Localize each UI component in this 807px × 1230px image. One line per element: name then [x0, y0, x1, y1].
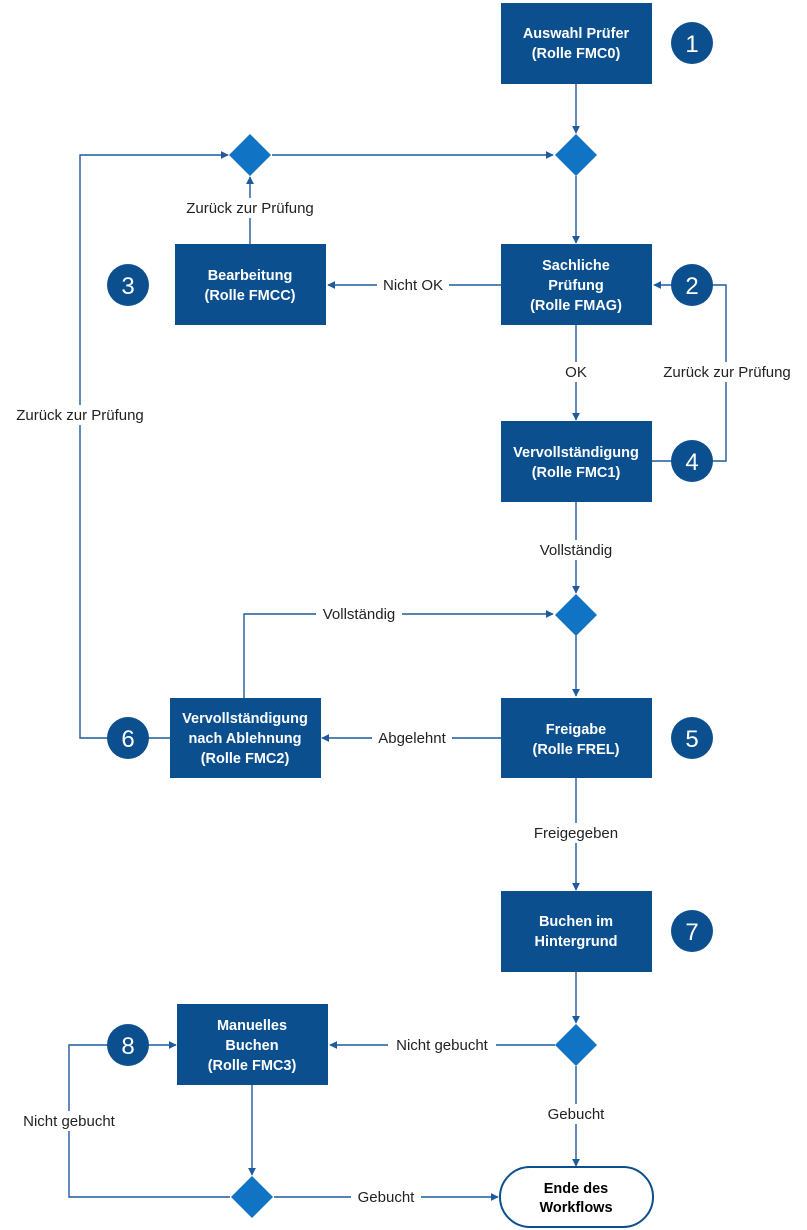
- box-bearbeitung: [175, 244, 326, 325]
- badge-5-number: 5: [685, 726, 698, 753]
- badge-4-number: 4: [685, 449, 698, 476]
- badge-7: [671, 910, 713, 952]
- box-freigabe: [501, 698, 652, 778]
- box-freigabe-line-1: Freigabe: [546, 722, 606, 738]
- label-ok: OK: [565, 364, 587, 381]
- box-manuelles-buchen: [177, 1004, 328, 1085]
- box-auswahl-line-2: (Rolle FMC0): [532, 46, 621, 62]
- box-buchen-line-2: Hintergrund: [535, 934, 618, 950]
- step-badges: 1 2 3 4 5 6 7 8: [107, 22, 713, 1066]
- box-sachliche-pruefung: [501, 244, 652, 325]
- box-manuelles-line-2: Buchen: [225, 1038, 278, 1054]
- box-manuelles-line-1: Manuelles: [217, 1018, 287, 1034]
- badge-1: [671, 22, 713, 64]
- label-vollstaendig-2: Vollständig: [323, 606, 396, 623]
- box-ablehnung-line-1: Vervollständigung: [182, 711, 308, 727]
- terminal-ende-line-1: Ende des: [544, 1181, 608, 1197]
- box-buchen-line-1: Buchen im: [539, 914, 613, 930]
- badge-1-number: 1: [685, 31, 698, 58]
- label-gebucht-2: Gebucht: [358, 1189, 416, 1206]
- badge-3-number: 3: [121, 273, 134, 300]
- box-vervollstaendigung-line-1: Vervollständigung: [513, 445, 639, 461]
- badge-4: [671, 440, 713, 482]
- badge-7-number: 7: [685, 919, 698, 946]
- decision-diamond-5: [231, 1176, 273, 1218]
- decisions: [229, 134, 597, 1218]
- label-zurueck-zur-pruefung-3: Zurück zur Prüfung: [16, 407, 144, 424]
- decision-diamond-1: [555, 134, 597, 176]
- label-nicht-gebucht-2: Nicht gebucht: [23, 1113, 116, 1130]
- box-vervollstaendigung-ablehnung: [170, 698, 321, 778]
- terminal-ende-workflows: [499, 1166, 654, 1228]
- label-zurueck-zur-pruefung-2: Zurück zur Prüfung: [663, 364, 791, 381]
- badge-5: [671, 717, 713, 759]
- badge-6: [107, 717, 149, 759]
- label-gebucht-1: Gebucht: [548, 1106, 606, 1123]
- terminal-ende-line-2: Workflows: [539, 1200, 612, 1216]
- box-auswahl-pruefer: [501, 3, 652, 84]
- box-auswahl-line-1: Auswahl Prüfer: [523, 26, 630, 42]
- decision-diamond-4: [555, 1024, 597, 1066]
- label-nicht-ok: Nicht OK: [383, 277, 443, 294]
- edge-ablehnung-decision3: [243, 610, 554, 698]
- badge-8: [107, 1024, 149, 1066]
- badge-2: [671, 264, 713, 306]
- box-vervollstaendigung: [501, 421, 652, 502]
- badge-3: [107, 264, 149, 306]
- label-zurueck-zur-pruefung-1: Zurück zur Prüfung: [186, 200, 314, 217]
- box-ablehnung-line-3: (Rolle FMC2): [201, 751, 290, 767]
- box-buchen-hintergrund: [501, 891, 652, 972]
- box-sachliche-line-1: Sachliche: [542, 258, 610, 274]
- box-vervollstaendigung-line-2: (Rolle FMC1): [532, 465, 621, 481]
- box-freigabe-line-2: (Rolle FREL): [533, 742, 620, 758]
- label-nicht-gebucht-1: Nicht gebucht: [396, 1037, 489, 1054]
- badge-8-number: 8: [121, 1033, 134, 1060]
- box-manuelles-line-3: (Rolle FMC3): [208, 1058, 297, 1074]
- box-bearbeitung-line-1: Bearbeitung: [208, 268, 293, 284]
- box-sachliche-line-2: Prüfung: [548, 278, 604, 294]
- badge-6-number: 6: [121, 726, 134, 753]
- label-freigegeben: Freigegeben: [534, 825, 618, 842]
- edge-labels: Zurück zur Prüfung Nicht OK OK Zurück zu…: [4, 198, 801, 1207]
- label-vollstaendig-1: Vollständig: [540, 542, 613, 559]
- edge-ablehnung-decision2: [79, 151, 229, 739]
- label-abgelehnt: Abgelehnt: [378, 730, 446, 747]
- box-bearbeitung-line-2: (Rolle FMCC): [204, 288, 295, 304]
- process-boxes: Auswahl Prüfer (Rolle FMC0) Sachliche Pr…: [170, 3, 654, 1228]
- decision-diamond-2: [229, 134, 271, 176]
- box-ablehnung-line-2: nach Ablehnung: [188, 731, 301, 747]
- badge-2-number: 2: [685, 273, 698, 300]
- box-sachliche-line-3: (Rolle FMAG): [530, 298, 622, 314]
- decision-diamond-3: [555, 594, 597, 636]
